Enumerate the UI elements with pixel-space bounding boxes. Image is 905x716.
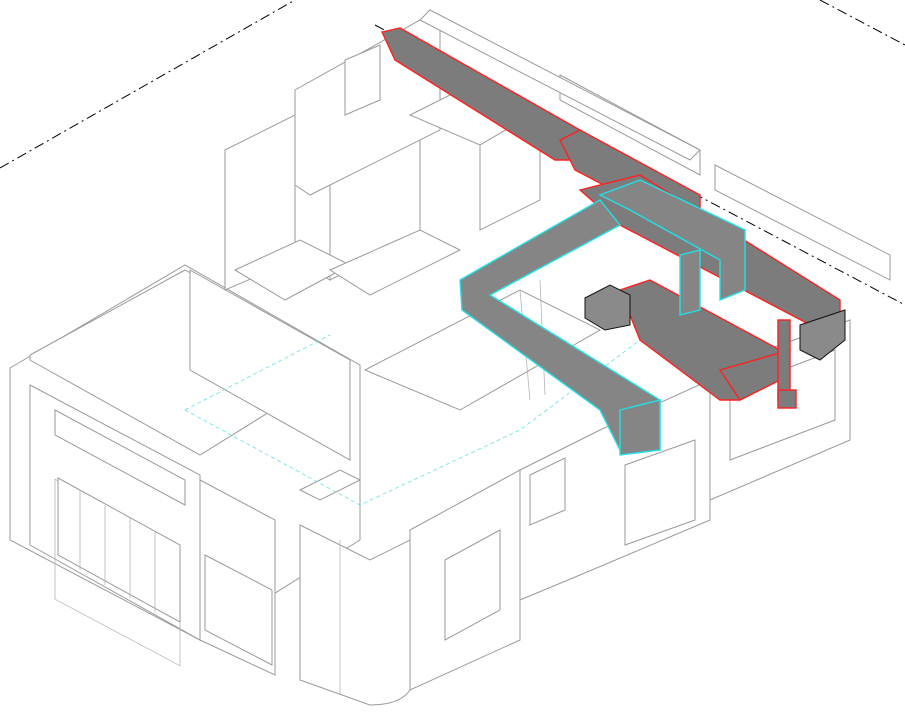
fan-coil-unit-left <box>584 284 631 331</box>
return-grille <box>619 399 661 456</box>
grid-axis-lines <box>0 0 905 306</box>
hvac-ductwork <box>380 27 846 456</box>
supply-grille <box>777 389 797 409</box>
supply-drop <box>777 319 791 401</box>
fan-coil-unit-right <box>799 309 846 361</box>
return-duct-upper <box>598 179 746 302</box>
return-duct-riser <box>679 249 701 316</box>
